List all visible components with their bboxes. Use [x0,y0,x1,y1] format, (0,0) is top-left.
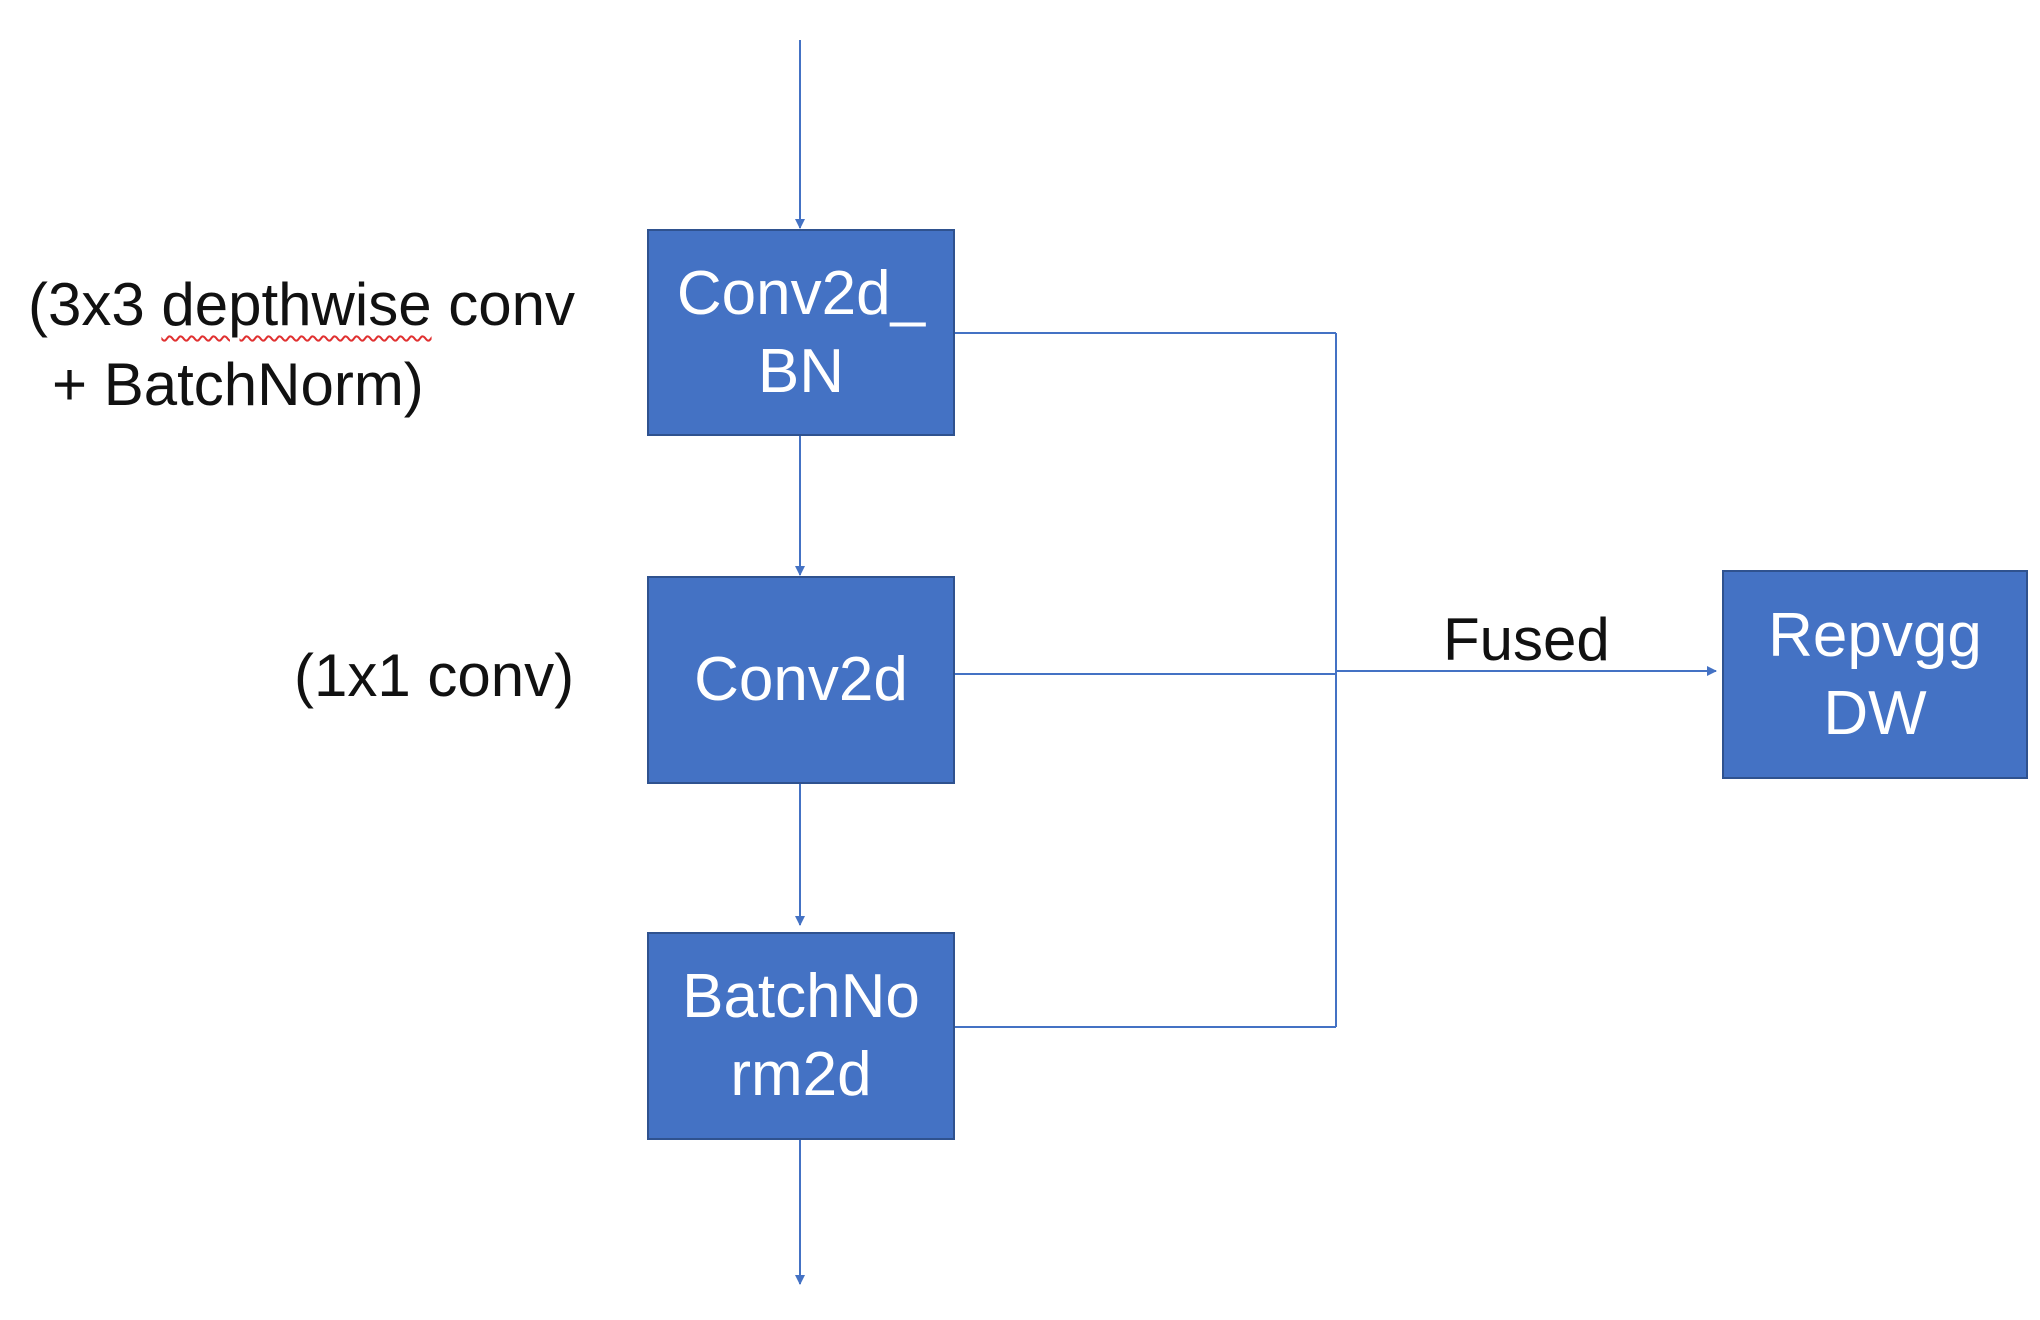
repvgg-dw-block: Repvgg DW [1722,570,2028,779]
batchnorm2d-block: BatchNo rm2d [647,932,955,1140]
conv2d-block: Conv2d [647,576,955,784]
spellcheck-underlined-word: depthwise [161,271,432,338]
conv2d-bn-description-prefix: (3x3 [28,271,162,338]
fused-edge-label: Fused [1443,606,1610,673]
conv2d-bn-block: Conv2d_ BN [647,229,955,436]
conv2d-bn-description: (3x3 depthwise conv [28,265,575,345]
conv2d-bn-description-line2: + BatchNorm) [52,351,424,418]
conv2d-description: (1x1 conv) [294,642,575,709]
conv2d-bn-description-suffix: conv [431,271,575,338]
